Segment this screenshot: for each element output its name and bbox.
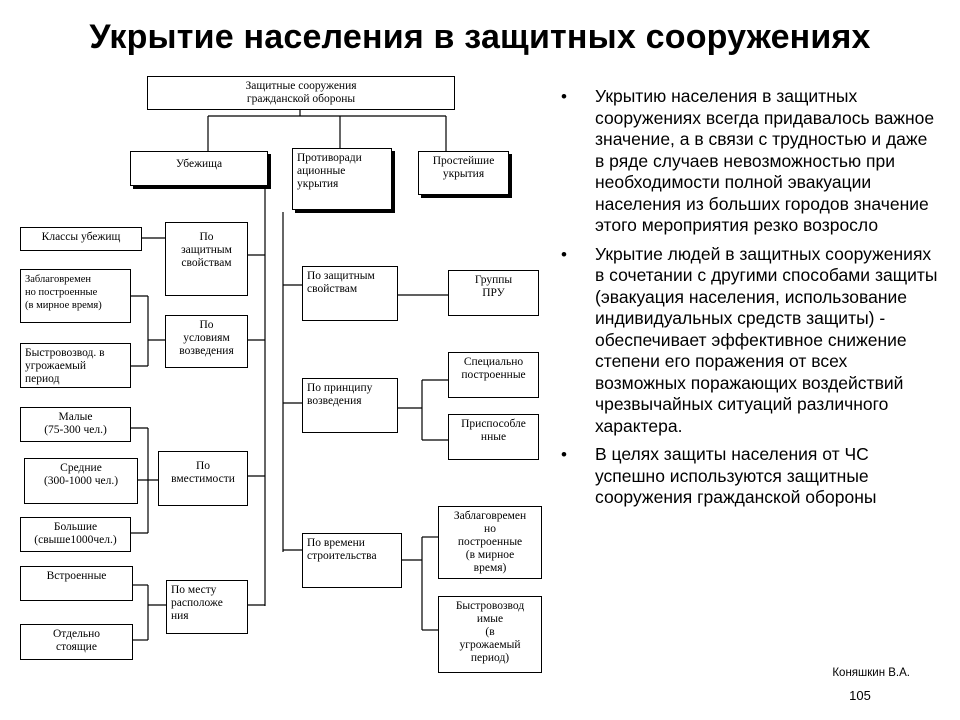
bullet-list: • Укрытию населения в защитных сооружени… [555,86,940,516]
simple-shelters-box: Простейшие укрытия [418,151,509,195]
pru-criterion-build-time: По времени строительства [302,533,402,588]
shelter-classification-diagram: Защитные сооружения гражданской обороны … [20,76,542,673]
leaf-built-in-shelters: Встроенные [20,566,133,601]
leaf-pru-groups: Группы ПРУ [448,270,539,316]
leaf-pru-quick-built: Быстровозвод имые (в угрожаемый период) [438,596,542,673]
bullet-item: • Укрытие людей в защитных сооружениях в… [555,244,940,438]
bullet-text: Укрытию населения в защитных сооружениях… [595,86,935,235]
slide-title: Укрытие населения в защитных сооружениях [89,18,871,56]
root-civil-defense-structures: Защитные сооружения гражданской обороны [147,76,455,110]
shelters-box: Убежища [130,151,268,186]
leaf-pru-adapted: Приспособле нные [448,414,539,460]
bullet-item: • Укрытию населения в защитных сооружени… [555,86,940,237]
leaf-shelters-prebuilt: Заблаговремен но построенные (в мирное в… [20,269,131,323]
bullet-marker: • [561,445,567,464]
criterion-protective-properties: По защитным свойствам [165,222,248,296]
criterion-erection-conditions: По условиям возведения [165,315,248,368]
pru-criterion-principle: По принципу возведения [302,378,398,433]
page-number: 105 [849,688,871,703]
criterion-capacity: По вместимости [158,451,248,506]
criterion-location: По месту расположе ния [166,580,248,634]
pru-criterion-protective: По защитным свойствам [302,266,398,321]
connector-lines [131,110,448,641]
leaf-standalone-shelters: Отдельно стоящие [20,624,133,660]
leaf-pru-prebuilt: Заблаговремен но построенные (в мирное в… [438,506,542,579]
bullet-marker: • [561,244,567,264]
author-name: Коняшкин В.А. [832,667,910,679]
bullet-text: Укрытие людей в защитных сооружениях в с… [595,243,938,436]
leaf-pru-special: Специально построенные [448,352,539,398]
bullet-text: В целях защиты населения от ЧС успешно и… [595,444,877,507]
bullet-marker: • [561,87,567,106]
leaf-medium-shelters: Средние (300-1000 чел.) [24,458,138,504]
leaf-shelters-quick-built: Быстровозвод. в угрожаемый период [20,343,131,388]
leaf-large-shelters: Большие (свыше1000чел.) [20,517,131,552]
anti-radiation-shelters-box: Противоради ационные укрытия [292,148,392,210]
leaf-shelter-classes: Классы убежищ [20,227,142,251]
bullet-item: • В целях защиты населения от ЧС успешно… [555,444,940,509]
leaf-small-shelters: Малые (75-300 чел.) [20,407,131,442]
